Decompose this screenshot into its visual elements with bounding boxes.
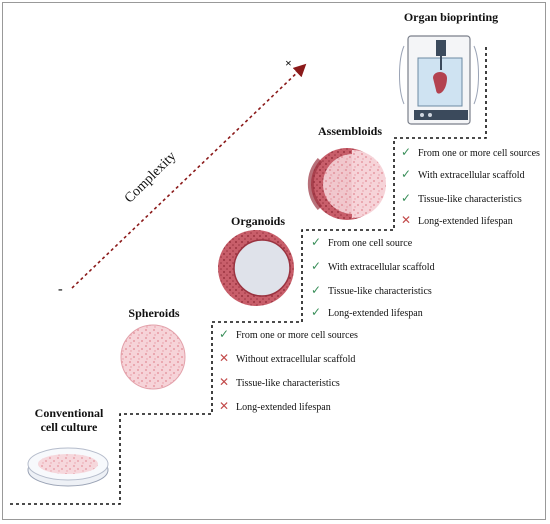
bioprinter-icon [399, 35, 479, 125]
feature-item: ✓ Tissue-like characteristics [310, 284, 432, 298]
feature-item: ✓ Long-extended lifespan [310, 306, 423, 320]
feature-text: Long-extended lifespan [328, 308, 423, 319]
feature-item: ✓ With extracellular scaffold [310, 260, 435, 274]
figure-frame [2, 2, 546, 520]
stage-title-organoids: Organoids [230, 214, 285, 228]
feature-text: Tissue-like characteristics [328, 286, 432, 297]
check-icon: ✓ [310, 259, 322, 273]
feature-text: Tissue-like characteristics [236, 378, 340, 389]
feature-item: ✓ From one or more cell sources [218, 328, 358, 342]
feature-item: ✓ From one cell source [310, 236, 412, 250]
stage-title-spheroids: Spheroids [128, 306, 180, 320]
cross-icon: ✕ [218, 375, 230, 389]
feature-item: ✕ Tissue-like characteristics [218, 376, 340, 390]
feature-item: ✕ Without extracellular scaffold [218, 352, 355, 366]
feature-text: With extracellular scaffold [418, 170, 525, 181]
feature-item: ✓ Tissue-like characteristics [400, 192, 522, 206]
petri-dish-icon [27, 447, 109, 487]
feature-text: Long-extended lifespan [418, 216, 513, 227]
assembloid-icon [307, 148, 386, 220]
check-icon: ✓ [400, 145, 412, 159]
conventional-title-line2: cell culture [40, 420, 98, 434]
conventional-title-line1: Conventional [34, 406, 104, 420]
cross-icon: ✕ [218, 399, 230, 413]
check-icon: ✓ [400, 167, 412, 181]
stage-title-conventional: Conventional cell culture [28, 406, 110, 434]
feature-text: From one or more cell sources [236, 330, 358, 341]
check-icon: ✓ [310, 235, 322, 249]
check-icon: ✓ [310, 283, 322, 297]
stage-title-assembloids: Assembloids [317, 124, 382, 138]
feature-item: ✕ Long-extended lifespan [218, 400, 331, 414]
stage-title-organ-bioprinting: Organ bioprinting [403, 10, 499, 24]
feature-item: ✓ From one or more cell sources [400, 146, 540, 160]
staircase-line [10, 44, 487, 505]
spheroid-icon [120, 324, 186, 390]
feature-text: From one or more cell sources [418, 148, 540, 159]
check-icon: ✓ [400, 191, 412, 205]
check-icon: ✓ [218, 327, 230, 341]
arrow-end-marker: × [285, 56, 292, 70]
feature-item: ✓ With extracellular scaffold [400, 168, 525, 182]
feature-text: Long-extended lifespan [236, 402, 331, 413]
low-complexity-marker: - [58, 282, 63, 297]
cross-icon: ✕ [400, 213, 412, 227]
feature-item: ✕ Long-extended lifespan [400, 214, 513, 228]
feature-text: From one cell source [328, 238, 413, 249]
check-icon: ✓ [310, 305, 322, 319]
feature-text: Without extracellular scaffold [236, 354, 356, 365]
feature-text: With extracellular scaffold [328, 262, 435, 273]
feature-text: Tissue-like characteristics [418, 194, 522, 205]
organoid-icon [218, 230, 294, 306]
cross-icon: ✕ [218, 351, 230, 365]
